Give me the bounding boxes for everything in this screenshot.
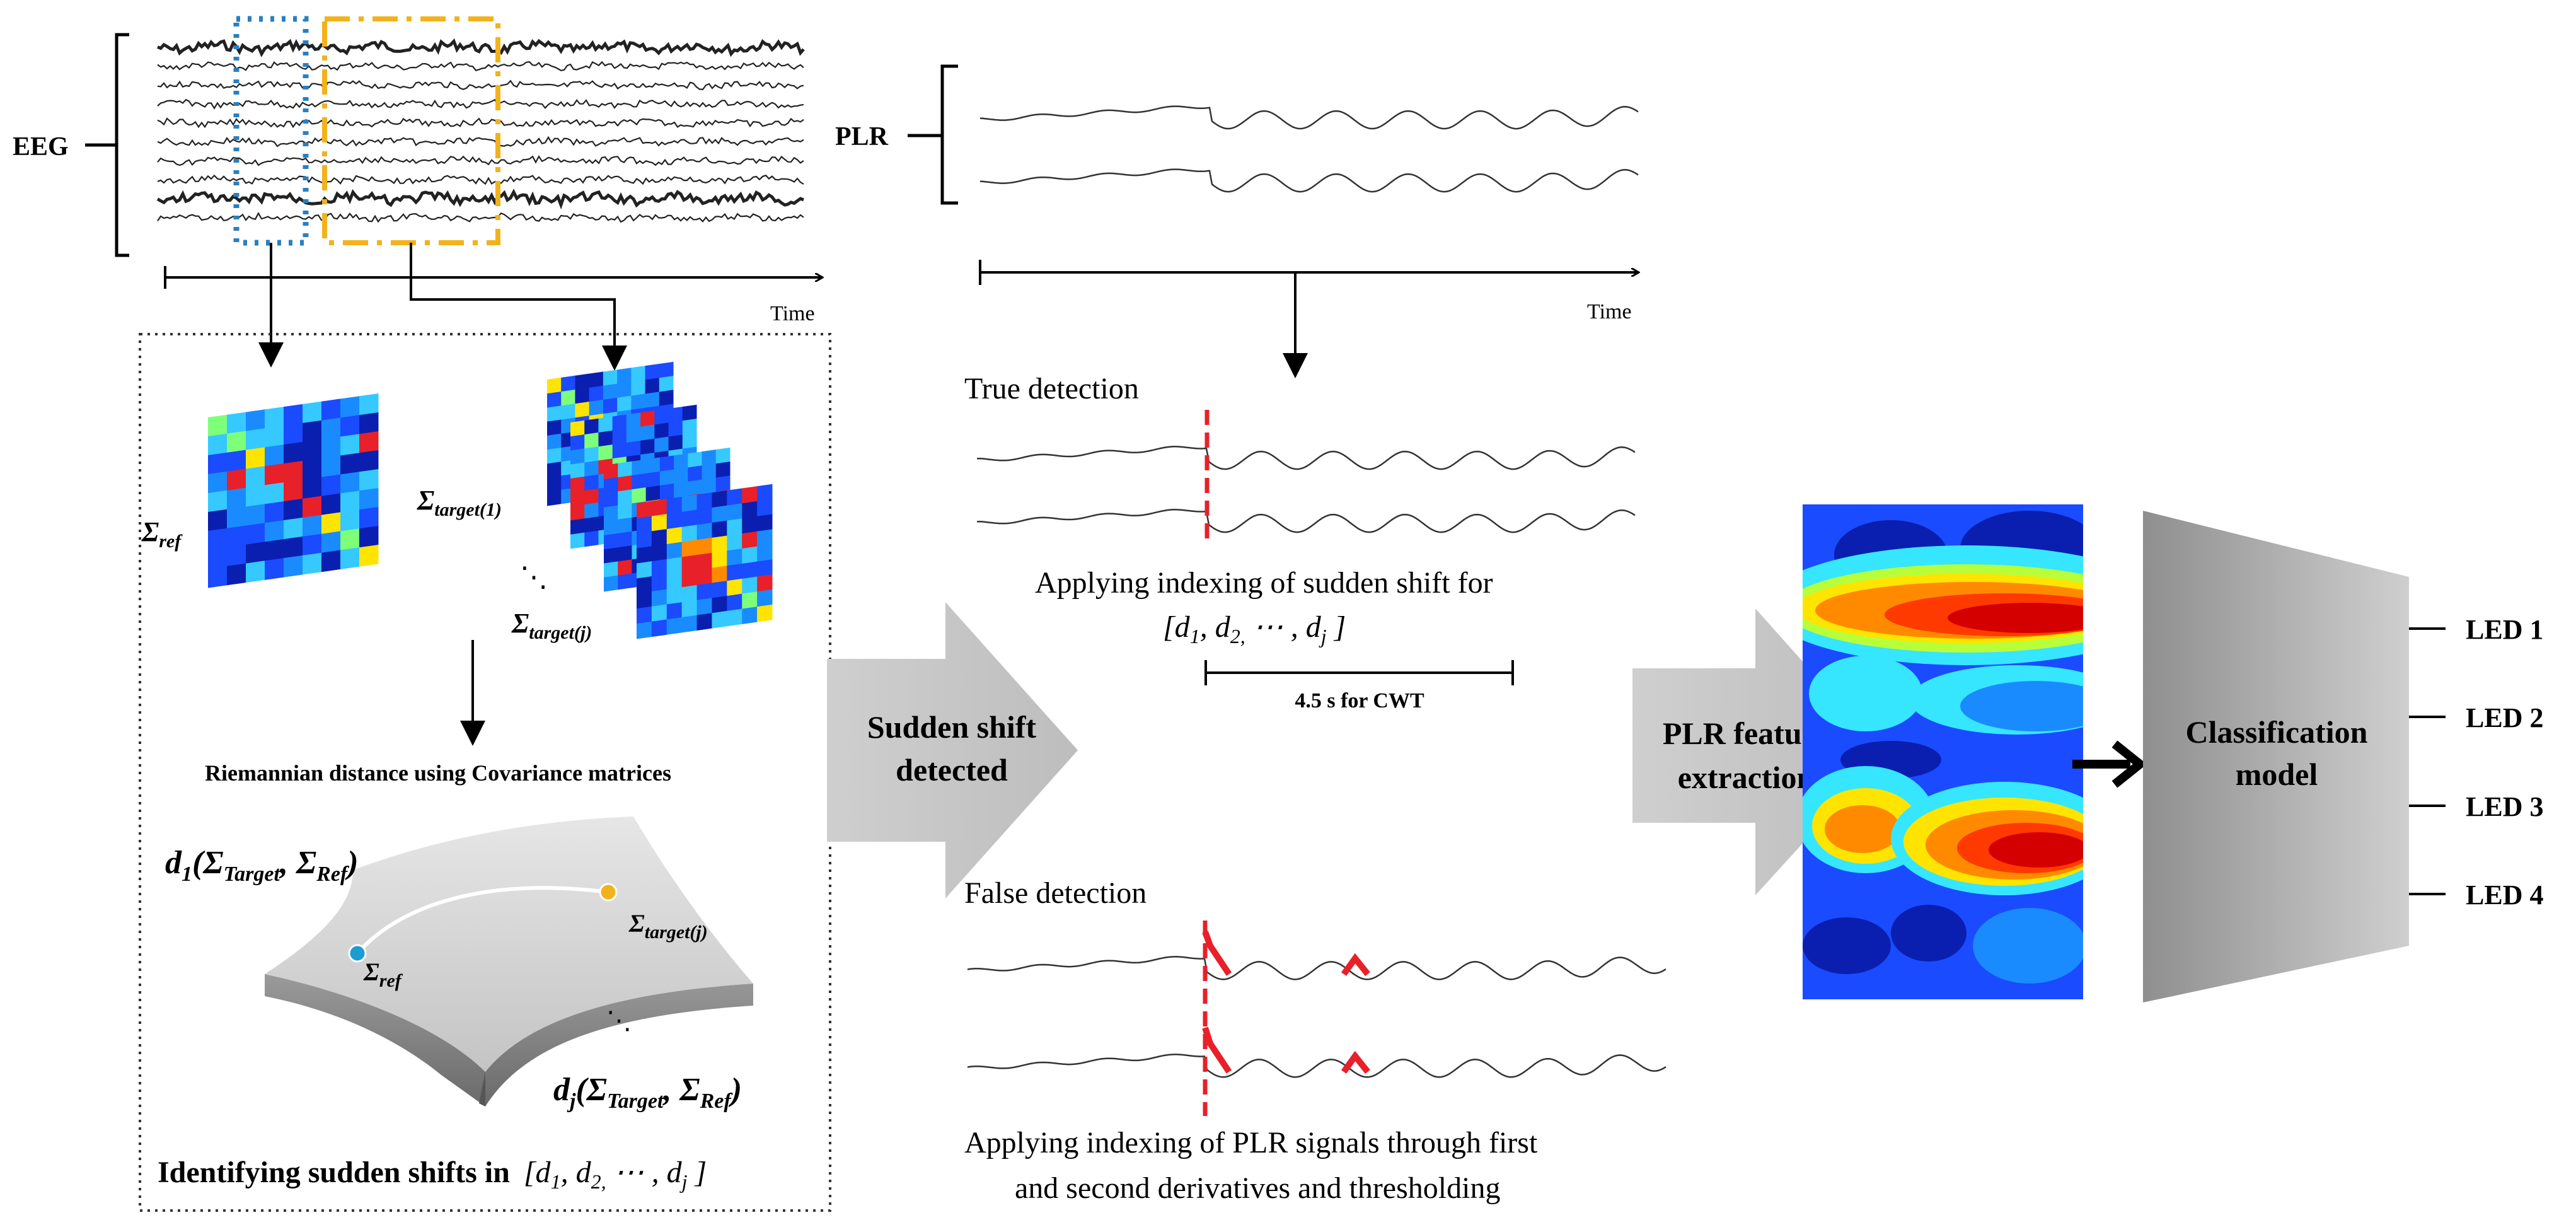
covariance-matrix	[208, 393, 379, 588]
riemann-caption: Riemannian distance using Covariance mat…	[205, 760, 671, 786]
covariance-ref-matrix	[208, 393, 379, 588]
identify-caption: Identifying sudden shifts in [d1, d2, ⋯ …	[158, 1156, 707, 1193]
plr-bracket	[940, 64, 958, 205]
cwt-scalogram	[1803, 504, 2083, 999]
plr-label: PLR	[835, 122, 889, 151]
classifier-outputs: LED 1 LED 2 LED 3 LED 4	[2409, 614, 2543, 910]
target-window-arrow	[410, 243, 627, 371]
plr-trace	[977, 509, 1636, 533]
manifold-dots: ⋱	[606, 1006, 632, 1035]
sigma-targetj-label: Σtarget(j)	[511, 608, 592, 643]
plr-trace	[967, 956, 1666, 980]
classifier-line2: model	[2236, 757, 2318, 792]
classification-model: Classification model LED 1 LED 2 LED 3 L…	[2143, 511, 2543, 1002]
plr-trace	[979, 105, 1639, 130]
classifier-line1: Classification	[2186, 714, 2368, 750]
output-led-4: LED 4	[2466, 880, 2543, 910]
feature-line2: extraction	[1678, 760, 1815, 795]
false-caption-line1: Applying indexing of PLR signals through…	[964, 1126, 1538, 1159]
output-led-2: LED 2	[2466, 702, 2543, 733]
false-detection-signals	[967, 956, 1666, 1078]
eeg-channel-trace	[157, 98, 804, 110]
covariance-target-stack	[547, 361, 773, 639]
covariance-matrix	[637, 484, 773, 639]
sudden-shift-line1: Sudden shift	[867, 709, 1037, 745]
eeg-target-window	[322, 16, 500, 245]
false-deriv-mark-2b	[1341, 1050, 1370, 1074]
riemann-manifold	[265, 816, 753, 1107]
target-dots: ⋱	[520, 562, 548, 593]
sudden-shift-arrow: Sudden shift detected	[827, 602, 1078, 898]
true-detection-panel: True detection Applying indexing of sudd…	[964, 372, 1636, 712]
d1-label: d1(ΣTarget, ΣRef)	[165, 845, 359, 886]
ref-point	[348, 944, 367, 963]
dj-label: dj(ΣTarget, ΣRef)	[553, 1072, 742, 1113]
eeg-reference-window	[233, 16, 309, 246]
scalogram-to-classifier-head	[2111, 740, 2147, 788]
eeg-channel-trace	[157, 38, 805, 57]
eeg-channel-trace	[157, 154, 804, 166]
eeg-channel-trace	[157, 61, 804, 71]
true-indexing-line1: Applying indexing of sudden shift for	[1035, 566, 1493, 600]
false-deriv-mark-1b	[1341, 953, 1370, 977]
eeg-channel-trace	[156, 189, 804, 210]
manifold-target-label: Σtarget(j)	[628, 909, 708, 943]
feature-extraction-arrow: PLR feature extraction	[1632, 608, 1885, 895]
output-led-3: LED 3	[2466, 791, 2543, 822]
plr-signals	[979, 105, 1639, 193]
plr-time-label: Time	[1587, 300, 1632, 323]
false-detection-panel: False detection Applying indexing of PLR…	[964, 876, 1666, 1205]
plr-trace	[979, 168, 1639, 193]
eeg-bracket	[115, 33, 129, 257]
cwt-window-label: 4.5 s for CWT	[1295, 689, 1424, 712]
feature-line1: PLR feature	[1663, 716, 1829, 751]
false-deriv-mark-1a	[1202, 931, 1232, 976]
true-detection-title: True detection	[964, 372, 1139, 405]
eeg-panel: EEG Time	[13, 16, 823, 371]
sigma-target1-label: Σtarget(1)	[417, 485, 502, 520]
plr-panel: PLR Time	[835, 64, 1639, 378]
manifold-ref-label: Σref	[363, 958, 403, 991]
eeg-channel-trace	[157, 136, 804, 148]
true-detection-signals	[977, 446, 1636, 533]
sudden-shift-line2: detected	[896, 752, 1008, 787]
false-deriv-mark-2a	[1202, 1026, 1232, 1074]
true-indexing-vec: [d1, d2, ⋯ , dj ]	[1163, 610, 1346, 648]
eeg-channel-trace	[157, 174, 804, 185]
eeg-time-label: Time	[770, 302, 815, 325]
output-led-1: LED 1	[2466, 614, 2543, 645]
false-detection-title: False detection	[964, 876, 1146, 910]
eeg-label: EEG	[13, 132, 69, 161]
eeg-channel-trace	[157, 212, 804, 223]
plr-trace	[967, 1054, 1666, 1078]
target-point	[599, 883, 618, 902]
sigma-ref-label: Σref	[141, 516, 183, 552]
eeg-channel-trace	[157, 117, 804, 129]
eeg-traces	[156, 38, 805, 223]
plr-trace	[977, 446, 1636, 470]
geodesic-curve	[355, 886, 609, 955]
eeg-channel-trace	[157, 79, 804, 91]
riemann-box: Σref Σtarget(1) ⋱ Σtarget(j) Riemannian …	[139, 333, 831, 1212]
false-caption-line2: and second derivatives and thresholding	[1015, 1171, 1500, 1205]
